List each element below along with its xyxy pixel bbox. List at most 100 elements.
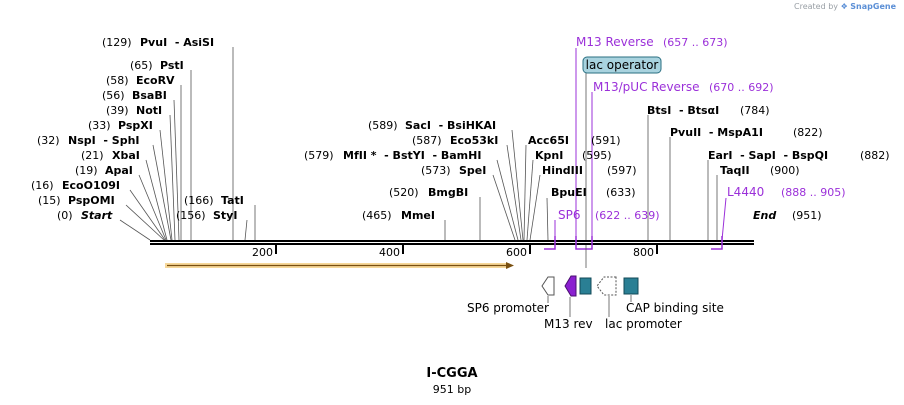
site-name: KpnI	[535, 149, 563, 162]
site-name: SpeI	[459, 164, 486, 177]
primer-name: M13 Reverse	[576, 35, 654, 49]
site-pos: (573)	[421, 164, 451, 177]
site-pos: (16)	[31, 179, 54, 192]
site-pos: (156)	[176, 209, 206, 222]
site-name: TaqII	[720, 164, 750, 177]
site-pos: (784)	[740, 104, 770, 117]
site-pos: (21)	[81, 149, 104, 162]
leader-line	[492, 174, 516, 241]
plasmid-name: I-CGGA	[426, 366, 478, 381]
left-leader-lines	[119, 47, 256, 241]
primer-brackets	[544, 236, 723, 250]
site-pos: (465)	[362, 209, 392, 222]
site-pos: (56)	[102, 89, 125, 102]
site-pos: (597)	[607, 164, 637, 177]
cap-binding-site-label: CAP binding site	[626, 301, 724, 315]
credit-brand: SnapGene	[850, 2, 896, 11]
leader-line	[244, 219, 248, 241]
m13-rev-label: M13 rev	[544, 317, 593, 331]
site-name: PspOMI	[68, 194, 115, 207]
sequence-backbone	[150, 240, 754, 245]
m13-rev-icon[interactable]	[564, 275, 577, 297]
middle-leader-lines	[444, 129, 549, 241]
ruler-tick-label: 400	[379, 246, 400, 259]
site-name: NotI	[136, 104, 162, 117]
primer-leader-lines	[554, 48, 727, 241]
site-pos: (19)	[75, 164, 98, 177]
leader-line	[523, 144, 527, 241]
site-name: SacI - BsiHKAI	[405, 119, 496, 132]
leader-line	[506, 144, 522, 241]
site-name: EcoRV	[136, 74, 175, 87]
cap-binding-site-icon[interactable]	[623, 277, 639, 295]
feature-glyphs	[541, 275, 639, 297]
site-pos: (633)	[606, 186, 636, 199]
left-site-labels: (129) PvuI - AsiSI (65) PstI (58) EcoRV …	[31, 36, 244, 222]
site-name: EarI - SapI - BspQI	[708, 149, 828, 162]
site-pos: (65)	[130, 59, 153, 72]
leader-line	[125, 204, 165, 241]
leader-line	[169, 114, 176, 241]
site-pos: (595)	[582, 149, 612, 162]
site-pos: (900)	[770, 164, 800, 177]
sp6-promoter-label: SP6 promoter	[467, 301, 549, 315]
site-name: PstI	[160, 59, 184, 72]
snapgene-credit: Created by ❖ SnapGene	[794, 2, 896, 11]
leader-line	[159, 129, 173, 241]
leader-line	[173, 99, 180, 241]
orf-arrow[interactable]	[165, 262, 514, 269]
site-name: Acc65I	[528, 134, 569, 147]
lac-operator-icon[interactable]	[579, 277, 592, 295]
leader-line	[119, 219, 151, 241]
site-name: BtsI - BtsαI	[647, 104, 719, 117]
site-name: Start	[81, 209, 113, 222]
middle-site-labels: (589) SacI - BsiHKAI (587) Eco53kI (579)…	[304, 119, 637, 222]
ruler-tick-label: 600	[506, 246, 527, 259]
site-pos: (589)	[368, 119, 398, 132]
primer-name: M13/pUC Reverse	[593, 80, 700, 94]
site-pos: (591)	[591, 134, 621, 147]
primer-range: (657 .. 673)	[663, 36, 728, 49]
site-pos: (33)	[88, 119, 111, 132]
site-name: MfII * - BstYI - BamHI	[343, 149, 481, 162]
site-name: End	[753, 209, 776, 222]
site-name: XbaI	[112, 149, 140, 162]
ruler-tick-label: 200	[252, 246, 273, 259]
lac-operator-label: lac operator	[586, 58, 659, 72]
plasmid-length: 951 bp	[432, 383, 472, 396]
primer-name: L4440	[727, 185, 764, 199]
m13-reverse-bracket	[575, 236, 584, 250]
leader-line	[529, 174, 541, 241]
site-name: MmeI	[401, 209, 435, 222]
m13-puc-bracket	[584, 236, 593, 250]
site-pos: (0)	[57, 209, 73, 222]
leader-line	[526, 159, 534, 241]
ruler-tick-label: 800	[633, 246, 654, 259]
primer-range: (670 .. 692)	[709, 81, 774, 94]
primer-range: (888 .. 905)	[781, 186, 846, 199]
site-name: PvuII - MspA1I	[670, 126, 763, 139]
site-name: StyI	[213, 209, 237, 222]
site-pos: (822)	[793, 126, 823, 139]
lac-operator-feature[interactable]: lac operator	[582, 56, 662, 74]
l4440-bracket	[711, 236, 723, 250]
site-pos: (882)	[860, 149, 890, 162]
site-pos: (32)	[37, 134, 60, 147]
site-name: BmgBI	[428, 186, 468, 199]
sp6-bracket	[544, 236, 556, 250]
site-name: BpuEI	[551, 186, 587, 199]
site-pos: (166)	[184, 194, 214, 207]
snapgene-logo-icon: ❖	[840, 2, 848, 11]
lac-promoter-icon[interactable]	[596, 276, 617, 296]
lac-operator-box	[582, 56, 662, 74]
site-name: EcoO109I	[62, 179, 120, 192]
leader-line	[145, 159, 168, 241]
feature-labels: SP6 promoter M13 rev lac promoter CAP bi…	[467, 295, 724, 331]
site-name: PvuI - AsiSI	[140, 36, 214, 49]
leader-line	[511, 129, 524, 241]
site-name: NspI - SphI	[68, 134, 140, 147]
site-name: ApaI	[105, 164, 133, 177]
site-pos: (520)	[389, 186, 419, 199]
sp6-promoter-icon[interactable]	[541, 276, 555, 296]
